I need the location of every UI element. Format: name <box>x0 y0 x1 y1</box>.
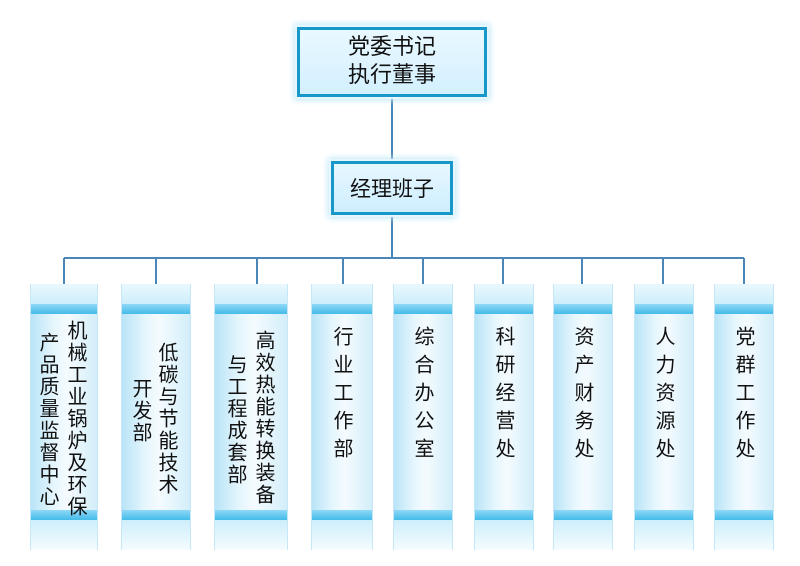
manager-team-box: 经理班子 <box>331 161 453 215</box>
dept-box-party-mass-work: 党群工作处 <box>714 284 774 550</box>
dept-5-col1: 科研经营处 <box>492 326 516 466</box>
dept-0-col1: 机械工业锅炉及环保 <box>64 320 88 518</box>
dept-2-col1: 高效热能转换装备 <box>252 330 276 506</box>
dept-8-col1: 党群工作处 <box>732 326 756 466</box>
dept-box-human-resources: 人力资源处 <box>634 284 694 550</box>
dept-box-low-carbon: 低碳与节能技术 开发部 <box>121 284 191 550</box>
top-line-1: 党委书记 <box>347 35 436 60</box>
dept-box-quality-center: 机械工业锅炉及环保 产品质量监督中心 <box>30 284 98 550</box>
dept-7-col1: 人力资源处 <box>652 326 676 466</box>
dept-1-col2: 开发部 <box>129 378 153 444</box>
dept-3-col1: 行业工作部 <box>330 326 354 466</box>
dept-0-col2: 产品质量监督中心 <box>36 332 60 508</box>
manager-label: 经理班子 <box>350 177 434 201</box>
dept-box-research-ops: 科研经营处 <box>474 284 534 550</box>
dept-box-general-office: 综合办公室 <box>393 284 453 550</box>
dept-box-thermal-energy: 高效热能转换装备 与工程成套部 <box>214 284 288 550</box>
dept-box-asset-finance: 资产财务处 <box>553 284 613 550</box>
dept-6-col1: 资产财务处 <box>571 326 595 466</box>
top-line-2: 执行董事 <box>347 63 436 88</box>
dept-2-col2: 与工程成套部 <box>224 354 248 486</box>
dept-4-col1: 综合办公室 <box>411 326 435 466</box>
top-leadership-box: 党委书记 执行董事 <box>297 27 487 97</box>
dept-box-industry-work: 行业工作部 <box>311 284 373 550</box>
dept-1-col1: 低碳与节能技术 <box>155 342 179 496</box>
